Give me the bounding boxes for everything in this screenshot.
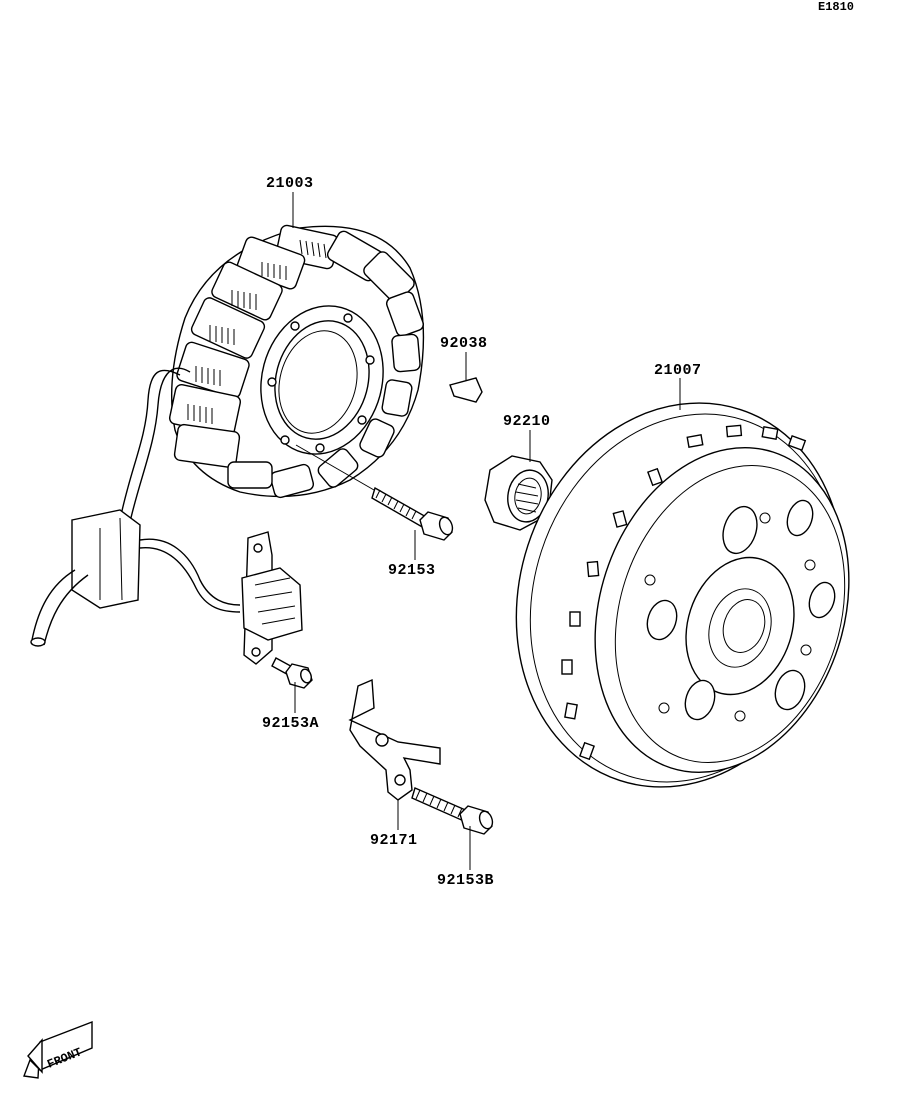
flywheel-rotor xyxy=(515,402,850,788)
stator-assembly xyxy=(30,224,425,647)
flange-nut xyxy=(484,455,553,531)
label-nut: 92210 xyxy=(503,413,551,430)
label-stator-bolt: 92153 xyxy=(388,562,436,579)
pickup-wire xyxy=(139,538,241,606)
woodruff-key xyxy=(449,377,483,403)
wire-grommet xyxy=(71,509,141,609)
label-pickup-bolt: 92153A xyxy=(262,715,319,732)
pickup-coil xyxy=(241,531,303,665)
coil-windings xyxy=(187,239,327,424)
label-stator: 21003 xyxy=(266,175,314,192)
stator-bolt-holes xyxy=(267,313,375,453)
rotor-rivets xyxy=(644,512,816,722)
label-rotor: 21007 xyxy=(654,362,702,379)
diagram-code: E1810 xyxy=(818,0,854,14)
leader-lines xyxy=(292,192,681,870)
stator-coils xyxy=(168,224,425,499)
front-direction-badge: FRONT xyxy=(23,1020,93,1079)
label-woodruff-key: 92038 xyxy=(440,335,488,352)
pickup-bolt xyxy=(271,657,313,689)
stator-wire xyxy=(119,369,181,521)
stator-bolt xyxy=(371,486,454,541)
label-clamp: 92171 xyxy=(370,832,418,849)
part-labels: 21003 92038 21007 92210 92153 92153A 921… xyxy=(262,175,702,889)
rotor-magnets xyxy=(561,424,807,761)
label-clamp-bolt: 92153B xyxy=(437,872,494,889)
main-cable xyxy=(31,569,76,641)
wire-clamp xyxy=(348,678,441,801)
rotor-holes xyxy=(646,499,836,721)
clamp-bolt xyxy=(411,787,494,835)
